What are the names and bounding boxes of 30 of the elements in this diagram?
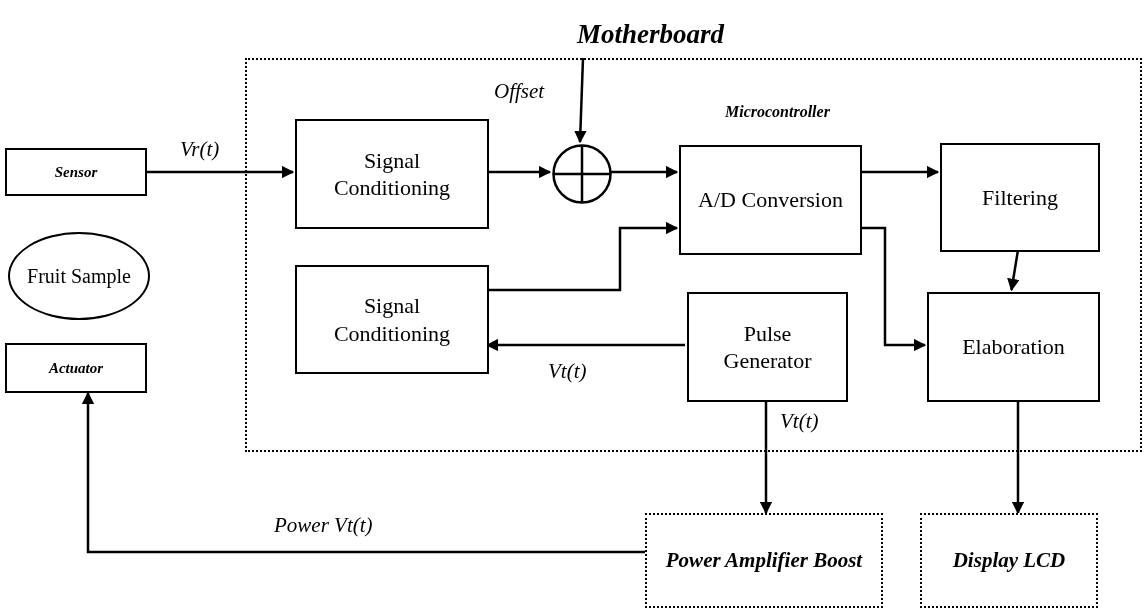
- block-label: Pulse Generator: [722, 319, 813, 375]
- summing-junction: [552, 144, 612, 204]
- arrow: [147, 165, 295, 179]
- block-label: Filtering: [982, 183, 1058, 212]
- block-box: [5, 343, 147, 393]
- block-box: [295, 119, 489, 229]
- block-box: [679, 145, 862, 255]
- arrow: [759, 400, 773, 515]
- block-box: [295, 265, 489, 374]
- block-label: Fruit Sample: [27, 263, 131, 289]
- arrow: [81, 391, 645, 554]
- arrow: [1011, 400, 1025, 515]
- block-label: Sensor: [54, 162, 98, 182]
- frame-heading: Motherboard: [577, 18, 725, 51]
- block-label: A/D Conversion: [698, 186, 843, 214]
- block-label: Display LCD: [952, 547, 1066, 574]
- block-box: [940, 143, 1100, 252]
- block-box: [687, 292, 848, 402]
- block-box: [645, 513, 883, 608]
- block-label: Power Amplifier Boost: [665, 547, 863, 574]
- block-label: Signal Conditioning: [332, 292, 452, 347]
- arrow: [610, 165, 679, 179]
- arrow: [574, 57, 587, 144]
- chip-label: Microcontroller: [725, 102, 830, 122]
- block-label: Signal Conditioning: [332, 146, 452, 202]
- block-box: [927, 292, 1100, 402]
- block-box: [920, 513, 1098, 608]
- block-box: [5, 148, 147, 196]
- block-label: Elaboration: [962, 333, 1065, 361]
- block-label: Actuator: [48, 358, 104, 378]
